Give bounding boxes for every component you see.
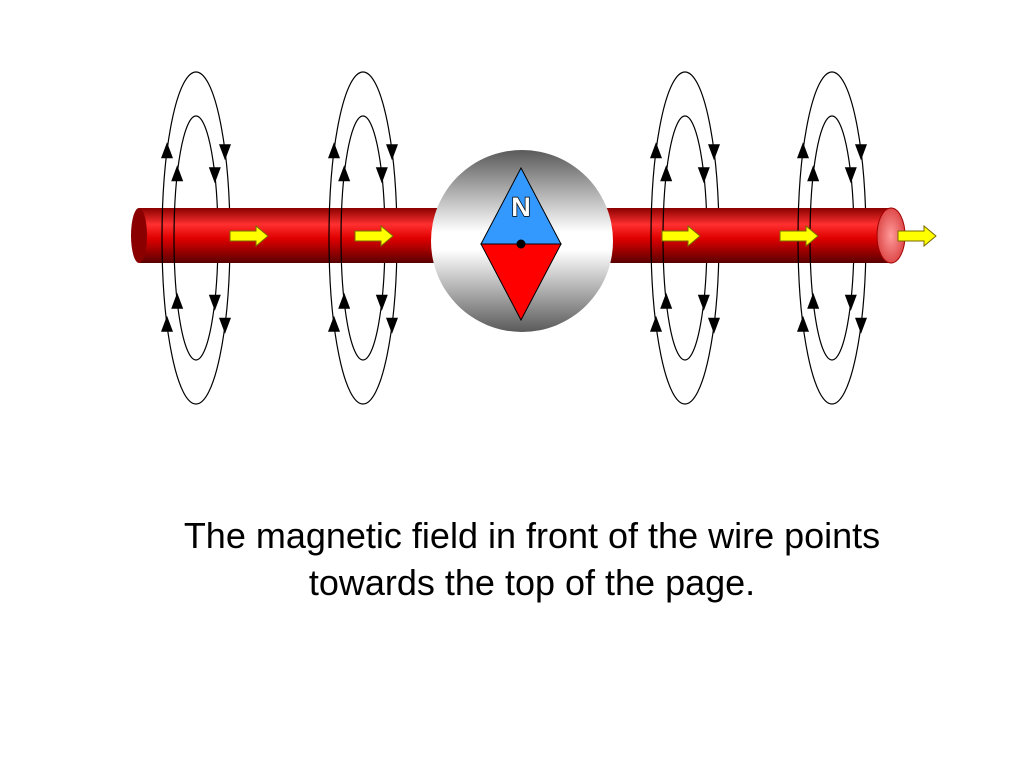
field-arrow-down-1-0-1	[219, 317, 231, 334]
current-arrow-1	[229, 224, 269, 248]
current-arrow-2	[354, 224, 394, 248]
field-arrow-up-2-0-1	[328, 315, 340, 332]
field-arrow-down-1-1-0	[208, 167, 221, 184]
wire-left-end	[131, 208, 147, 263]
caption-line-2: towards the top of the page.	[308, 562, 756, 603]
field-arrow-down-3-1-1	[697, 294, 710, 311]
field-arrow-up-1-0-0	[161, 142, 173, 159]
compass: N	[431, 150, 613, 332]
field-arrow-up-1-1-1	[171, 292, 184, 309]
field-arrow-down-1-1-1	[208, 294, 221, 311]
field-arrow-up-3-1-0	[660, 165, 673, 182]
compass-pivot	[516, 239, 526, 249]
field-arrow-up-3-1-1	[660, 292, 673, 309]
caption-line-1: The magnetic field in front of the wire …	[183, 515, 881, 556]
caption: The magnetic field in front of the wire …	[112, 512, 952, 606]
field-loop-1-inner-front	[173, 115, 197, 361]
field-arrow-down-2-1-1	[375, 294, 388, 311]
field-arrow-down-3-0-0	[708, 144, 720, 161]
field-arrow-up-1-1-0	[171, 165, 184, 182]
field-arrow-down-4-1-0	[844, 167, 857, 184]
field-arrow-down-4-1-1	[844, 294, 857, 311]
field-arrow-up-2-1-0	[338, 165, 351, 182]
current-arrows	[229, 224, 937, 248]
field-arrow-down-2-1-0	[375, 167, 388, 184]
field-loop-2-outer-front	[328, 71, 364, 405]
field-arrow-up-4-1-0	[807, 165, 820, 182]
field-arrow-up-2-0-0	[328, 142, 340, 159]
compass-north-label: N	[511, 192, 531, 222]
current-arrow-4	[779, 224, 819, 248]
field-loop-1-outer-front	[161, 71, 197, 405]
current-arrow-3	[661, 224, 701, 248]
field-arrow-up-3-0-1	[650, 315, 662, 332]
field-loops-front	[161, 71, 833, 405]
field-arrow-down-1-0-0	[219, 144, 231, 161]
field-arrow-up-4-0-0	[797, 142, 809, 159]
field-loop-2-inner-front	[340, 115, 364, 361]
field-arrow-down-3-1-0	[697, 167, 710, 184]
field-arrow-up-1-0-1	[161, 315, 173, 332]
field-arrow-down-4-0-0	[855, 144, 867, 161]
current-arrow-5	[897, 224, 937, 248]
field-arrow-up-4-0-1	[797, 315, 809, 332]
field-arrow-up-3-0-0	[650, 142, 662, 159]
field-arrow-up-2-1-1	[338, 292, 351, 309]
field-arrow-up-4-1-1	[807, 292, 820, 309]
field-arrow-down-3-0-1	[708, 317, 720, 334]
field-arrow-down-2-0-0	[386, 144, 398, 161]
field-loop-3-outer-front	[650, 71, 686, 405]
field-arrow-down-2-0-1	[386, 317, 398, 334]
field-arrow-down-4-0-1	[855, 317, 867, 334]
